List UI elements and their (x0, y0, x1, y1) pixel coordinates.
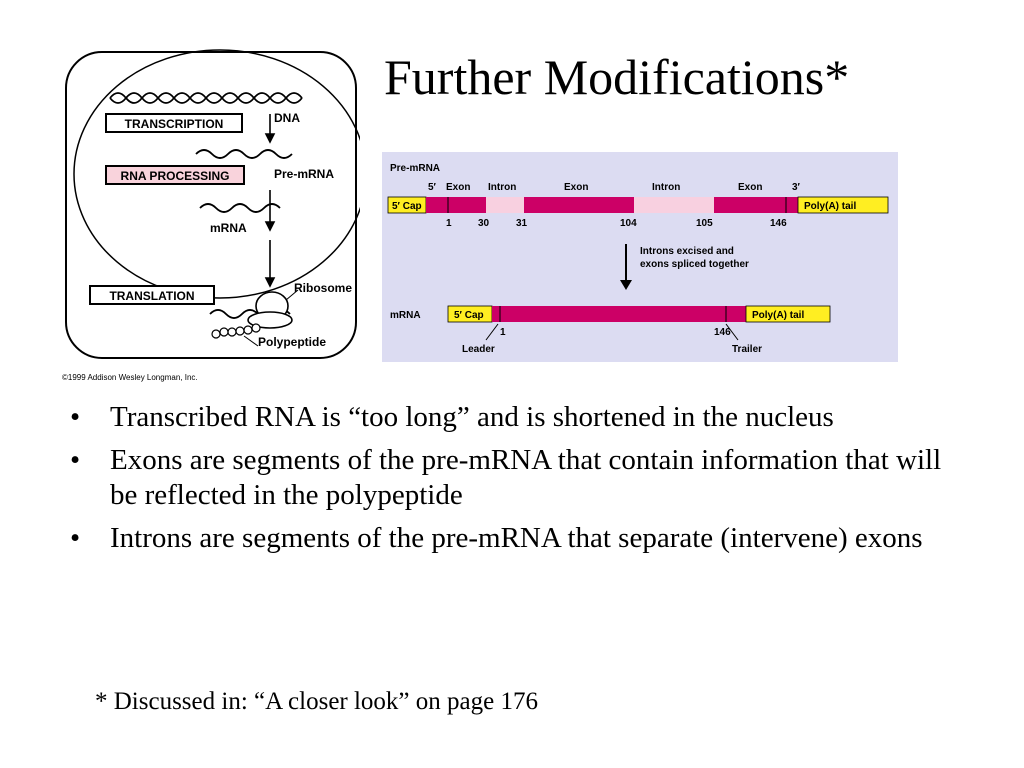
bullet-marker: • (70, 522, 81, 554)
mrna-title: mRNA (390, 310, 421, 321)
exon-3-label: Exon (738, 182, 762, 193)
leader-label: Leader (462, 344, 495, 355)
position-label: 30 (478, 218, 490, 229)
central-dogma-figure: TRANSCRIPTION RNA PROCESSING TRANSLATION… (62, 49, 360, 382)
splicing-arrow-icon (620, 244, 632, 290)
ribosome-icon (247, 291, 293, 329)
excise-text-line1: Introns excised and (640, 246, 734, 257)
mrna-wave-icon (199, 203, 281, 213)
polypeptide-pointer (243, 335, 259, 347)
pre-mrna-label: Pre-mRNA (274, 167, 334, 181)
mrna-position-start: 1 (500, 327, 506, 338)
position-label: 146 (770, 218, 787, 229)
pre-mrna-exon-2 (524, 197, 634, 213)
translation-box (89, 285, 215, 305)
slide-title: Further Modifications* (384, 49, 850, 105)
translation-label: TRANSLATION (109, 289, 194, 303)
bullet-item: • Transcribed RNA is “too long” and is s… (66, 400, 966, 435)
five-prime-label: 5′ (428, 182, 437, 193)
bullet-marker: • (70, 444, 81, 476)
exon-2-label: Exon (564, 182, 588, 193)
dna-label: DNA (274, 111, 300, 125)
position-label: 31 (516, 218, 528, 229)
footnote: * Discussed in: “A closer look” on page … (95, 688, 538, 715)
rna-processing-label: RNA PROCESSING (121, 169, 230, 183)
polypeptide-label: Polypeptide (258, 335, 326, 349)
pre-mrna-intron-1 (486, 197, 524, 213)
pre-mrna-exon-3 (714, 197, 798, 213)
intron-1-label: Intron (488, 182, 516, 193)
rna-processing-box (105, 165, 245, 185)
excise-text-line2: exons spliced together (640, 259, 749, 270)
mrna-label: mRNA (210, 221, 247, 235)
mrna-polya-label: Poly(A) tail (752, 310, 804, 321)
dna-helix-icon (109, 92, 303, 104)
splicing-figure: Pre-mRNA 5′ Exon Intron Exon Intron Exon… (382, 152, 898, 362)
bullet-item: • Exons are segments of the pre-mRNA tha… (66, 443, 966, 513)
bullet-text: Exons are segments of the pre-mRNA that … (110, 444, 942, 511)
ribosome-label: Ribosome (294, 281, 352, 295)
pre-mrna-polya-block (797, 196, 889, 214)
pre-mrna-wave-icon (195, 149, 293, 159)
transcription-box (105, 113, 243, 133)
position-label: 104 (620, 218, 637, 229)
pre-mrna-exon-1 (426, 197, 486, 213)
three-prime-label: 3′ (792, 182, 801, 193)
mrna-polya-block (745, 305, 831, 323)
pre-mrna-title: Pre-mRNA (390, 163, 440, 174)
bullet-item: • Introns are segments of the pre-mRNA t… (66, 521, 966, 556)
bullet-text: Introns are segments of the pre-mRNA tha… (110, 522, 923, 554)
bullet-marker: • (70, 401, 81, 433)
intron-2-label: Intron (652, 182, 680, 193)
pre-mrna-polya-label: Poly(A) tail (804, 201, 856, 212)
figure-background (382, 152, 898, 362)
trailer-label: Trailer (732, 344, 762, 355)
nucleus-outline (73, 49, 360, 299)
transcription-label: TRANSCRIPTION (125, 117, 224, 131)
copyright-label: ©1999 Addison Wesley Longman, Inc. (62, 373, 198, 382)
bullet-list: • Transcribed RNA is “too long” and is s… (66, 400, 966, 564)
exon-1-label: Exon (446, 182, 470, 193)
polypeptide-chain-icon (211, 323, 261, 339)
pre-mrna-cap-label: 5′ Cap (392, 201, 422, 212)
position-label: 1 (446, 218, 452, 229)
position-label: 105 (696, 218, 713, 229)
pre-mrna-intron-2 (634, 197, 714, 213)
bullet-text: Transcribed RNA is “too long” and is sho… (110, 401, 834, 433)
ribosome-pointer (285, 289, 299, 301)
mrna-position-end: 146 (714, 327, 731, 338)
mrna-coding-block (492, 306, 746, 322)
mrna-cap-label: 5′ Cap (454, 310, 484, 321)
